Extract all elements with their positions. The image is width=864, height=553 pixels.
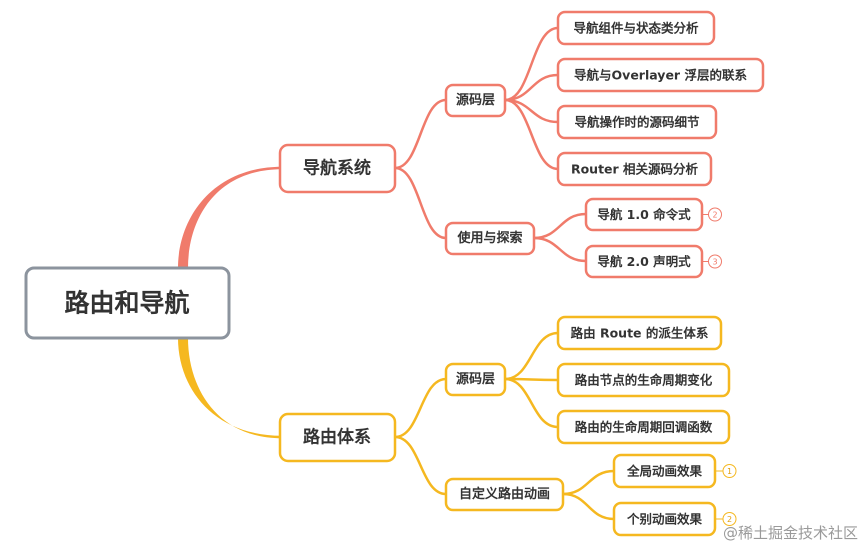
group-node-label: 源码层 xyxy=(456,371,495,387)
leaf-node-box[interactable] xyxy=(556,104,718,140)
badge-number: 3 xyxy=(712,258,717,267)
badge-circle[interactable] xyxy=(708,254,722,269)
leaf-node-label: 路由的生命周期回调函数 xyxy=(575,420,713,435)
root-to-branch-connector xyxy=(178,338,282,439)
leaf-node-label: 导航操作时的源码细节 xyxy=(574,115,700,130)
group-to-leaf-connector xyxy=(532,212,588,240)
leaf-node-box[interactable] xyxy=(556,10,716,46)
badge-number: 2 xyxy=(727,515,732,524)
leaf-node-label: 路由节点的生命周期变化 xyxy=(575,373,713,388)
leaf-node-label: 导航 2.0 声明式 xyxy=(597,254,691,269)
branch-to-group-connector xyxy=(393,377,448,439)
branch-node-box[interactable] xyxy=(278,412,397,463)
leaf-node-box[interactable] xyxy=(556,315,723,351)
group-node-box[interactable] xyxy=(444,83,507,118)
group-to-leaf-connector xyxy=(532,236,588,263)
group-node-box[interactable] xyxy=(444,221,536,256)
leaf-node-label: 导航组件与状态类分析 xyxy=(573,21,699,36)
branch-node-label: 导航系统 xyxy=(303,158,371,179)
badge-number: 2 xyxy=(712,211,717,220)
group-to-leaf-connector xyxy=(503,26,560,102)
leaf-node-label: 导航 1.0 命令式 xyxy=(597,207,691,222)
root-node-label: 路由和导航 xyxy=(64,289,189,318)
root-to-branch-connector xyxy=(178,166,282,268)
leaf-node-label: 个别动画效果 xyxy=(626,512,703,527)
leaf-node-label: 导航与Overlayer 浮层的联系 xyxy=(574,68,747,83)
leaf-node-box[interactable] xyxy=(556,151,713,187)
group-node-label: 自定义路由动画 xyxy=(459,486,550,502)
leaf-node-box[interactable] xyxy=(556,362,731,398)
badge-number: 1 xyxy=(727,467,732,476)
group-node-box[interactable] xyxy=(444,362,507,397)
leaf-node-label: 路由 Route 的派生体系 xyxy=(571,326,709,341)
group-to-leaf-connector xyxy=(503,377,560,429)
group-node-box[interactable] xyxy=(444,477,565,512)
root-node-box[interactable] xyxy=(24,266,231,340)
watermark-text: @稀土掘金技术社区 xyxy=(722,524,858,542)
group-node-label: 源码层 xyxy=(456,92,495,108)
leaf-node-box[interactable] xyxy=(556,57,765,93)
branch-to-group-connector xyxy=(393,98,448,170)
branch-to-group-connector xyxy=(393,435,448,496)
leaf-node-label: Router 相关源码分析 xyxy=(571,162,699,177)
branch-node-label: 路由体系 xyxy=(303,427,371,448)
branch-to-group-connector xyxy=(393,166,448,240)
badge-circle[interactable] xyxy=(708,207,722,222)
group-to-leaf-connector xyxy=(503,98,560,171)
badge-circle[interactable] xyxy=(722,464,737,478)
leaf-node-box[interactable] xyxy=(556,409,731,445)
group-to-leaf-connector xyxy=(503,331,560,381)
leaf-node-label: 全局动画效果 xyxy=(626,464,703,479)
group-node-label: 使用与探索 xyxy=(456,230,522,246)
branch-node-box[interactable] xyxy=(278,143,397,194)
group-to-leaf-connector xyxy=(561,492,616,521)
badge-circle[interactable] xyxy=(722,512,737,526)
group-to-leaf-connector xyxy=(561,469,616,496)
